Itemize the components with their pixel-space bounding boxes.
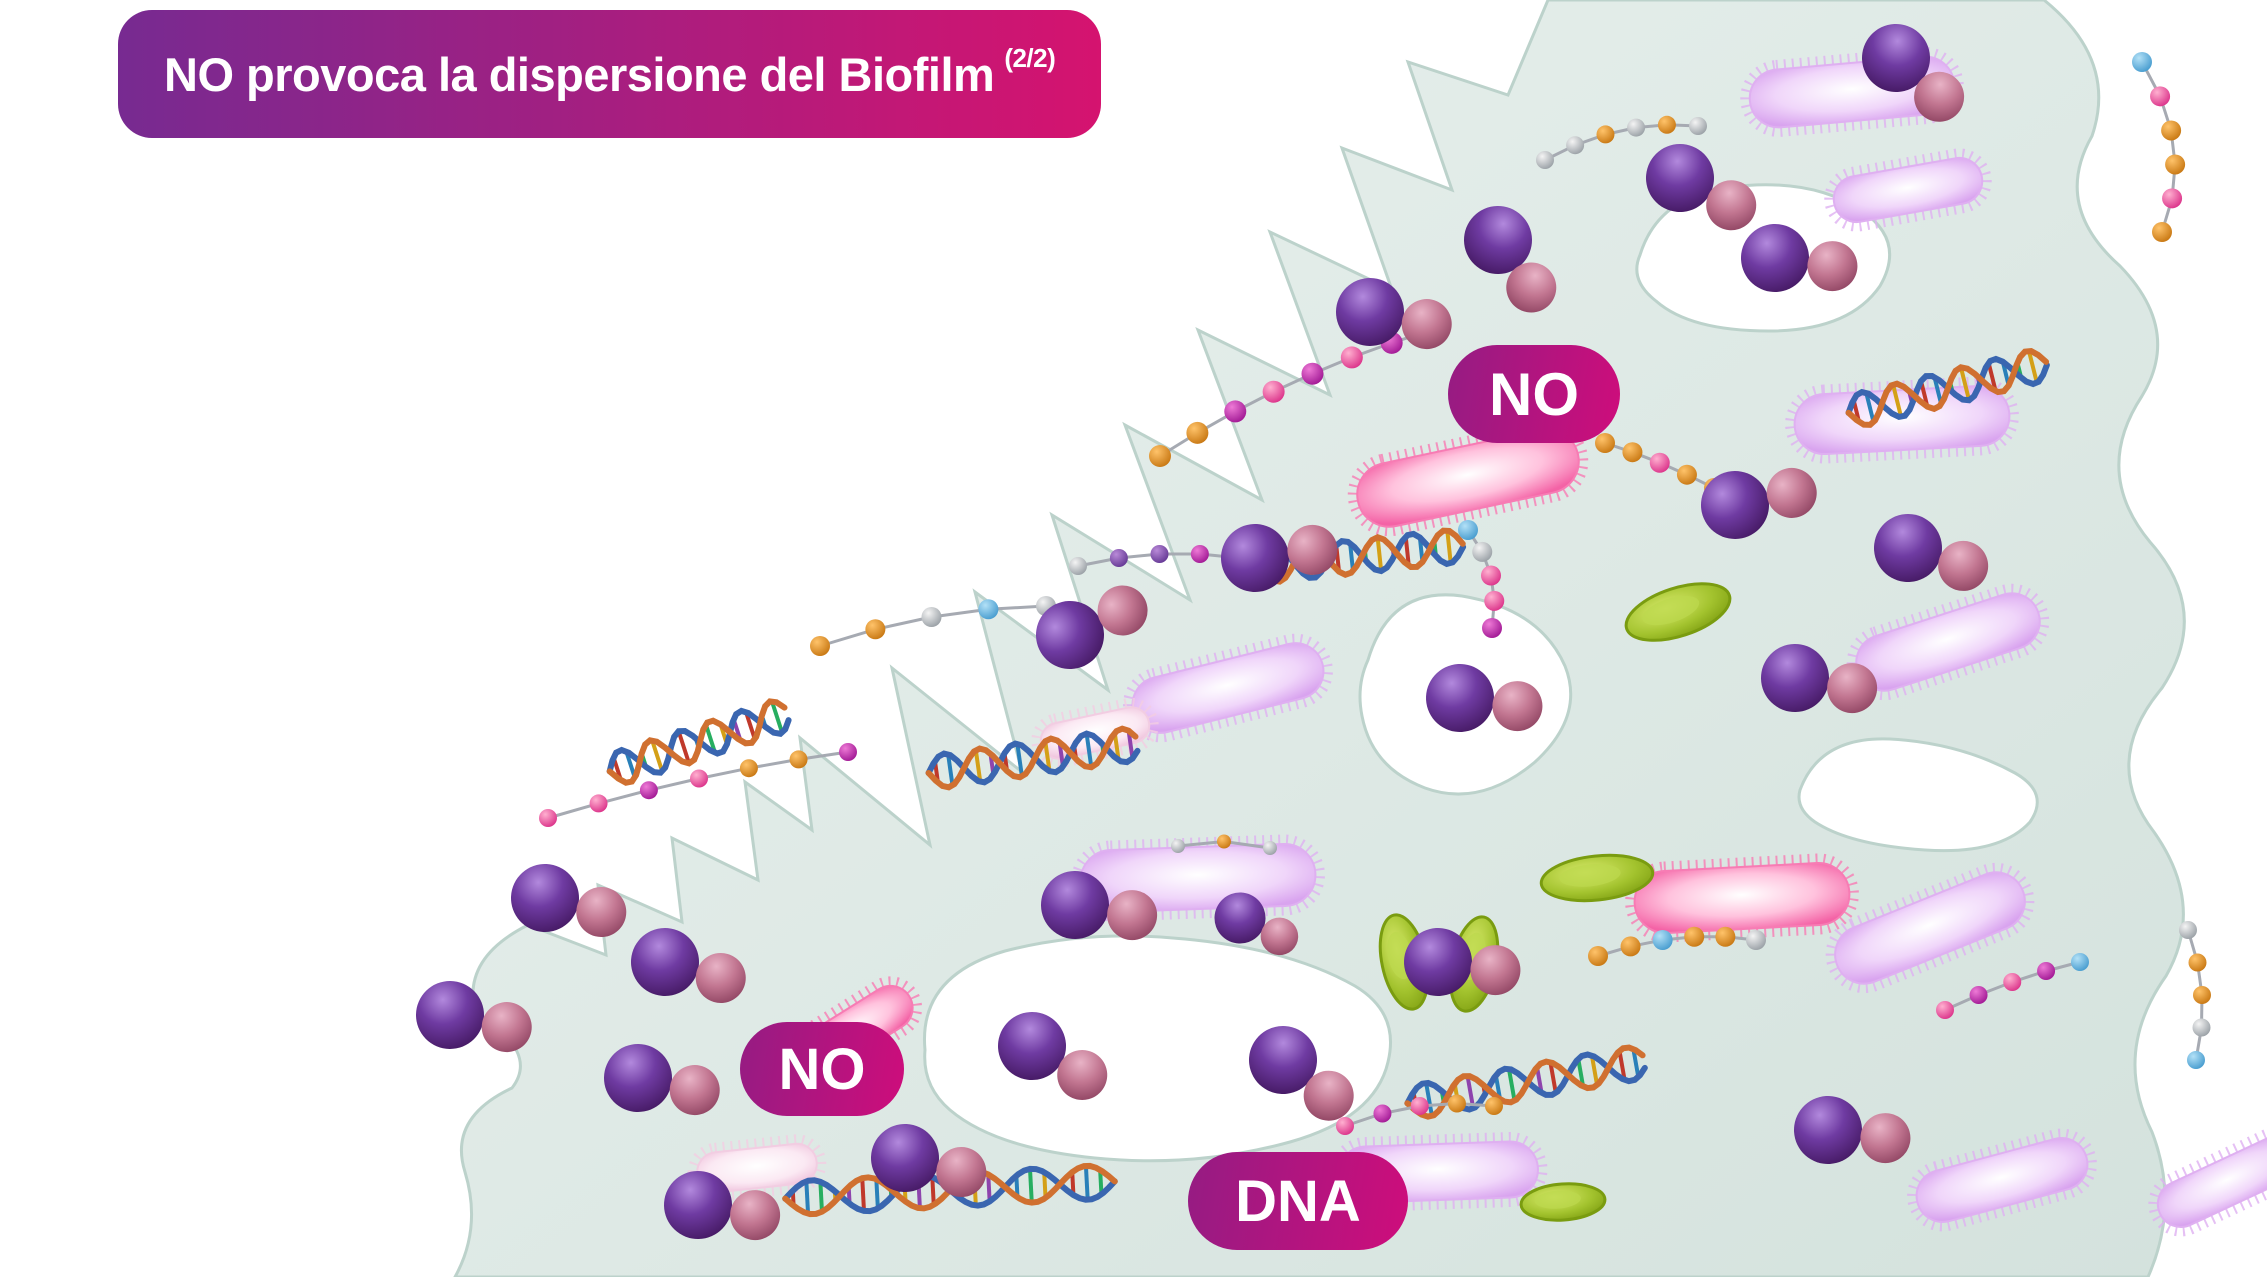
no-molecule xyxy=(1249,1026,1354,1121)
bacterium-lavender-rod xyxy=(1785,376,2019,464)
bead-chain xyxy=(1149,319,1443,467)
bead-chain xyxy=(2132,52,2186,242)
bacterium-pink-rod xyxy=(1347,419,1589,537)
bead-chain xyxy=(2179,921,2211,1069)
dna-badge: DNA xyxy=(1188,1152,1408,1250)
no-badge-top: NO xyxy=(1448,345,1620,443)
bead-chain xyxy=(1069,545,1249,575)
no-badge-top-label: NO xyxy=(1489,360,1579,428)
no-molecule xyxy=(664,1171,781,1241)
no-molecule xyxy=(1794,1096,1911,1164)
no-molecule xyxy=(1701,467,1817,539)
no-molecule xyxy=(871,1124,987,1198)
no-molecule xyxy=(998,1012,1108,1100)
bacterium-green-oval xyxy=(1624,582,1732,642)
title-banner: NO provoca la dispersione del Biofilm (2… xyxy=(118,10,1102,138)
no-molecule xyxy=(1336,278,1452,350)
no-molecule xyxy=(1646,144,1757,231)
no-molecule xyxy=(511,864,627,938)
no-molecule xyxy=(1874,514,1989,591)
no-molecule xyxy=(1041,871,1158,941)
no-molecule xyxy=(1214,892,1299,956)
no-molecule xyxy=(1426,664,1543,732)
bead-chain xyxy=(1588,926,1766,966)
bacterium-lavender-rod xyxy=(1907,1128,2097,1232)
bacterium-green-oval xyxy=(1519,1182,1607,1222)
bacterium-lavender-rod xyxy=(2148,1127,2267,1237)
dna-helix xyxy=(1404,1044,1648,1120)
bead-chain xyxy=(1458,520,1505,638)
no-molecule xyxy=(1862,24,1965,122)
no-molecule xyxy=(1464,206,1557,313)
bacterium-lavender-rod xyxy=(1825,862,2035,994)
title-text: NO provoca la dispersione del Biofilm xyxy=(164,47,995,101)
bead-chain xyxy=(539,743,857,827)
biofilm-mass xyxy=(453,0,2186,1277)
no-molecule xyxy=(604,1044,720,1116)
no-molecule xyxy=(1761,644,1878,714)
title-superscript: (2/2) xyxy=(1004,42,1056,73)
no-badge-left: NO xyxy=(740,1022,904,1116)
bacterium-pink-rod xyxy=(1625,853,1859,943)
no-molecule xyxy=(1404,928,1521,996)
bacterium-lavender-rod xyxy=(1824,148,1992,232)
no-molecule xyxy=(416,981,532,1053)
bead-chain xyxy=(1171,834,1277,855)
dna-helix xyxy=(606,698,792,786)
no-molecule xyxy=(1036,585,1148,669)
no-molecule xyxy=(631,928,746,1003)
dna-helix xyxy=(1845,347,2050,428)
bead-chain xyxy=(1936,953,2089,1019)
bacterium-green-oval xyxy=(1539,853,1655,903)
dna-badge-label: DNA xyxy=(1235,1168,1361,1234)
bead-chain xyxy=(1536,115,1707,169)
no-badge-left-label: NO xyxy=(778,1036,866,1102)
no-molecule xyxy=(1221,524,1338,592)
no-molecule xyxy=(1741,224,1858,292)
dna-helix xyxy=(925,725,1141,791)
bead-chain xyxy=(1336,1094,1503,1135)
